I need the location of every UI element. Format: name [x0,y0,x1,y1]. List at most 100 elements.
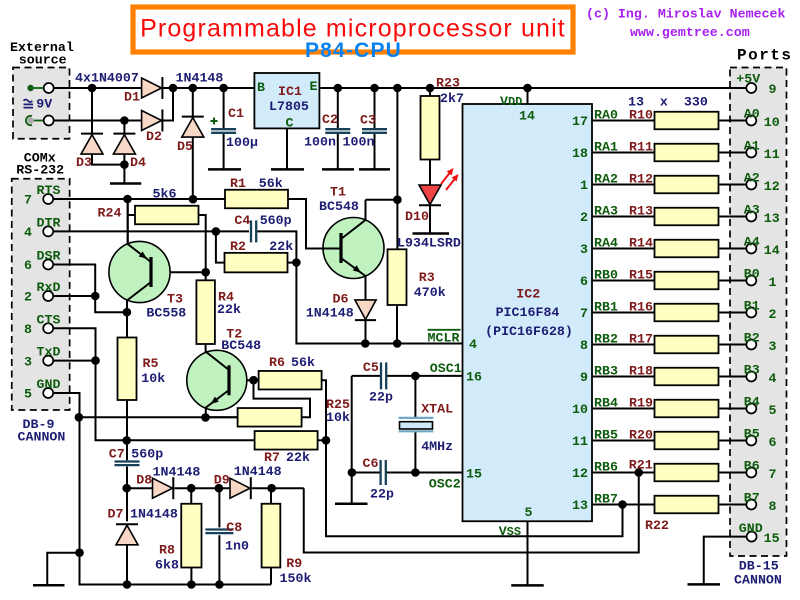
svg-text:1: 1 [769,275,777,290]
svg-text:MCLR: MCLR [428,330,460,345]
svg-text:R24: R24 [98,206,122,221]
svg-text:4: 4 [469,337,477,352]
svg-text:6: 6 [24,258,32,273]
svg-text:150k: 150k [280,571,312,586]
svg-text:D8: D8 [136,473,152,488]
svg-text:DB-15: DB-15 [739,559,779,574]
svg-text:9: 9 [769,82,777,97]
svg-text:D6: D6 [333,292,349,307]
svg-text:6: 6 [769,435,777,450]
svg-text:C4: C4 [234,213,250,228]
svg-text:RA1: RA1 [594,140,618,155]
svg-text:10k: 10k [141,371,165,386]
svg-text:COMx: COMx [24,150,56,165]
svg-text:VDD: VDD [500,94,522,109]
svg-text:D4: D4 [130,155,146,170]
svg-text:B4: B4 [744,394,760,409]
svg-text:R20: R20 [629,428,653,443]
svg-text:XTAL: XTAL [421,402,453,417]
svg-text:15: 15 [466,466,482,481]
svg-text:C3: C3 [360,113,376,128]
svg-text:2k7: 2k7 [440,91,464,106]
svg-text:560p: 560p [260,213,292,228]
svg-text:RB6: RB6 [594,460,618,475]
svg-text:1N4148: 1N4148 [176,71,224,86]
svg-text:560p: 560p [131,447,163,462]
svg-text:5: 5 [24,387,32,402]
svg-text:14: 14 [519,109,535,124]
svg-text:L7805: L7805 [269,99,309,114]
svg-text:470k: 470k [414,285,446,300]
svg-text:CTS: CTS [37,312,61,327]
svg-text:B7: B7 [744,490,760,505]
svg-text:4x1N4007: 4x1N4007 [75,71,139,86]
svg-text:8: 8 [24,322,32,337]
svg-text:A4: A4 [744,234,760,249]
svg-text:RA4: RA4 [594,236,618,251]
svg-text:12: 12 [764,179,780,194]
svg-text:22k: 22k [286,450,310,465]
svg-text:8: 8 [580,338,588,353]
svg-text:R13: R13 [629,204,653,219]
svg-text:E: E [310,79,318,94]
svg-text:RB0: RB0 [594,268,618,283]
svg-text:R14: R14 [629,236,653,251]
svg-text:6k8: 6k8 [155,558,179,573]
svg-text:C7: C7 [109,447,125,462]
svg-text:D2: D2 [146,129,162,144]
svg-text:R1: R1 [230,176,246,191]
svg-text:External: External [10,40,74,55]
svg-text:C1: C1 [228,106,244,121]
svg-text:TxD: TxD [37,345,61,360]
svg-text:CANNON: CANNON [734,573,782,588]
svg-text:OSC2: OSC2 [429,476,461,491]
svg-text:22k: 22k [217,302,241,317]
svg-text:DTR: DTR [37,215,61,230]
svg-text:C5: C5 [363,360,379,375]
svg-text:R9: R9 [286,556,302,571]
svg-text:B2: B2 [744,330,760,345]
svg-text:R2: R2 [230,239,246,254]
svg-text:5: 5 [769,403,777,418]
svg-text:BC548: BC548 [319,199,359,214]
svg-text:RB7: RB7 [594,492,618,507]
svg-text:RA2: RA2 [594,172,618,187]
svg-text:B3: B3 [744,362,760,377]
svg-text:(c) Ing. Miroslav Nemecek: (c) Ing. Miroslav Nemecek [586,6,786,21]
svg-text:VSS: VSS [499,524,521,539]
svg-text:15: 15 [764,531,780,546]
svg-text:B6: B6 [744,458,760,473]
svg-text:B5: B5 [744,426,760,441]
svg-text:RS-232: RS-232 [16,163,64,178]
svg-text:R25: R25 [326,397,350,412]
svg-text:C2: C2 [322,112,338,127]
svg-text:1N4148: 1N4148 [306,306,354,321]
svg-text:OSC1: OSC1 [430,361,462,376]
svg-text:100n: 100n [343,135,375,150]
svg-text:14: 14 [764,243,780,258]
svg-text:6: 6 [580,274,588,289]
svg-text:T3: T3 [167,292,183,307]
svg-text:R16: R16 [629,300,653,315]
svg-text:Programmable microprocessor un: Programmable microprocessor unit [140,14,566,42]
svg-text:R12: R12 [629,172,653,187]
svg-text:B0: B0 [744,266,760,281]
svg-text:A3: A3 [744,202,760,217]
svg-text:R17: R17 [629,332,653,347]
svg-text:22p: 22p [370,487,394,502]
svg-text:A1: A1 [744,138,760,153]
svg-text:BC558: BC558 [146,306,186,321]
svg-text:D10: D10 [405,209,429,224]
svg-text:1n0: 1n0 [225,539,249,554]
svg-text:C: C [286,115,294,130]
svg-text:D5: D5 [177,139,193,154]
svg-text:8: 8 [769,499,777,514]
svg-text:R19: R19 [629,396,653,411]
svg-text:IC1: IC1 [278,84,302,99]
svg-text:10: 10 [572,402,588,417]
svg-text:R7: R7 [264,450,280,465]
svg-text:13 x 330: 13 x 330 [628,95,708,110]
svg-text:2: 2 [580,210,588,225]
svg-text:B1: B1 [744,298,760,313]
svg-text:5k6: 5k6 [153,187,177,202]
